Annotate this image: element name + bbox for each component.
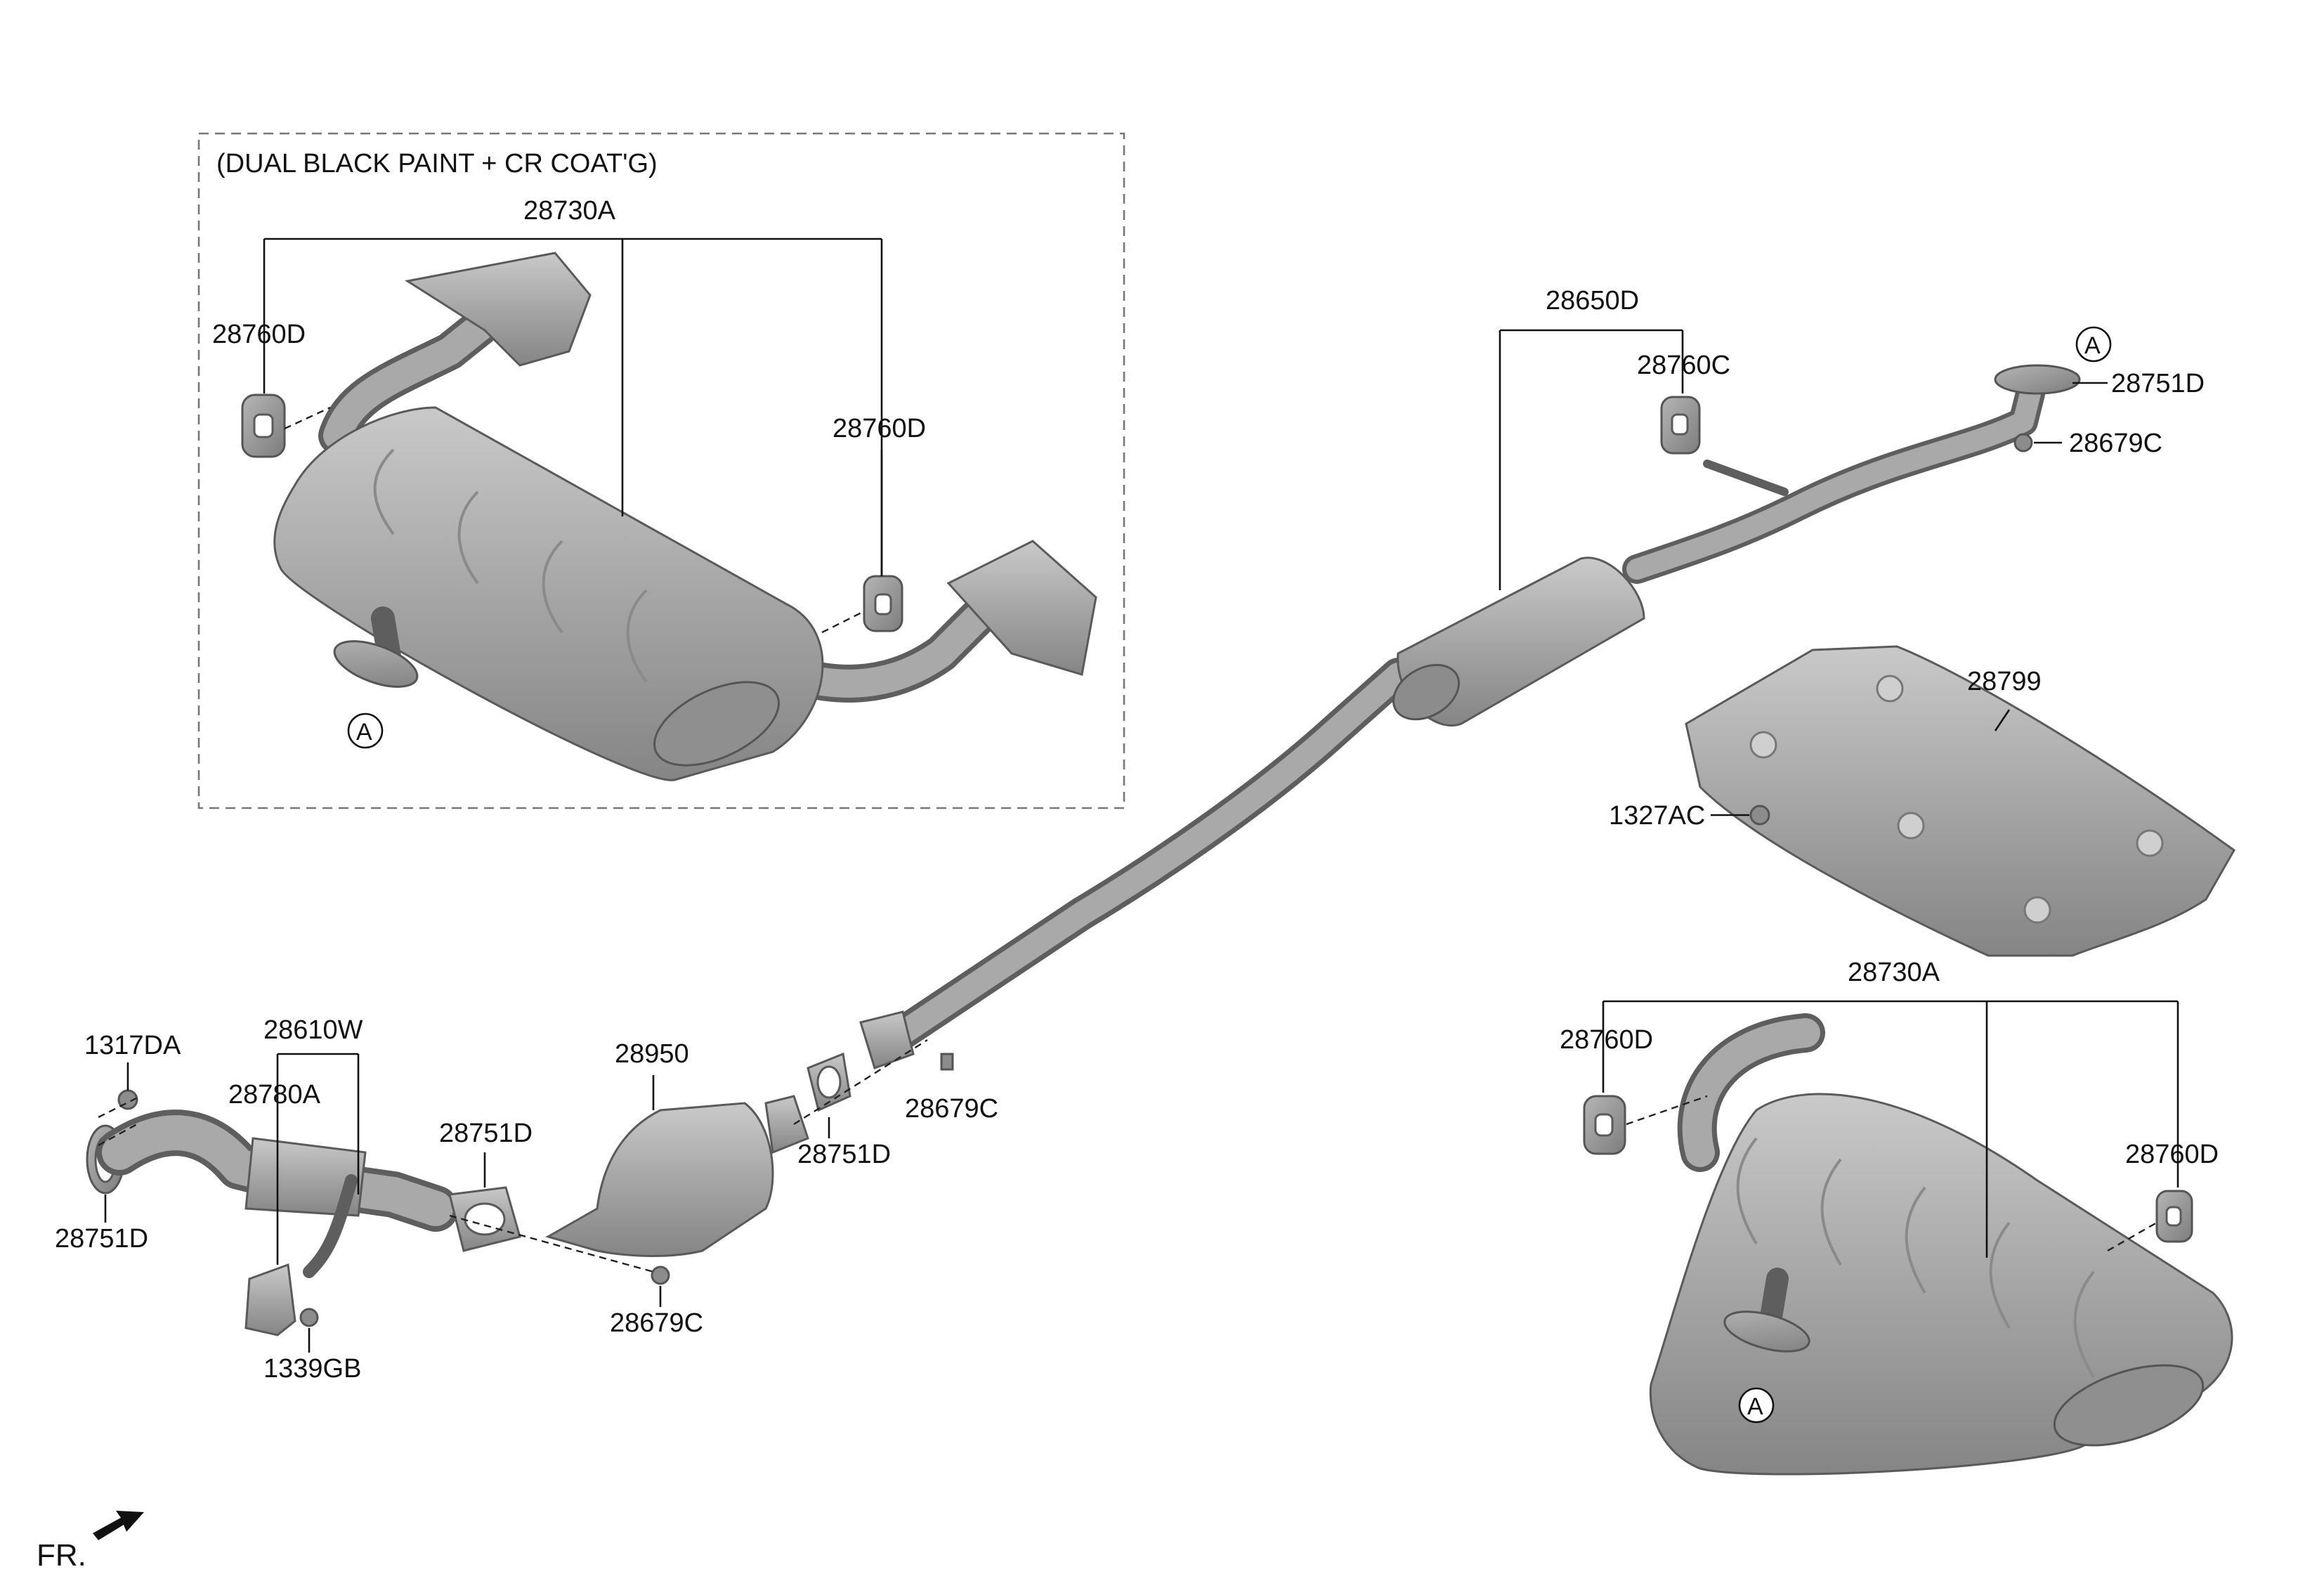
label-28730A-lower: 28730A (1848, 958, 1940, 987)
heat-protector: 28799 1327AC (1609, 645, 2235, 957)
reference-a-lower: A (1738, 1387, 1775, 1424)
catalytic-converter (545, 1095, 809, 1257)
option-box: (DUAL BLACK PAINT + CR COAT'G) (197, 132, 1125, 809)
svg-text:A: A (2084, 332, 2101, 359)
muffler-assembly-lower: 28730A 28760D 28760D A (1560, 958, 2233, 1476)
hanger-lower-right (2155, 1190, 2193, 1243)
hanger-upper-right (863, 575, 903, 632)
label-28760D-lower-right: 28760D (2125, 1140, 2219, 1169)
center-pipe-assembly: 28650D 28760C A 28751D 28679C (859, 286, 2205, 1069)
label-28610W: 28610W (263, 1015, 363, 1045)
label-28730A-upper: 28730A (523, 196, 616, 226)
label-28751D-rear: 28751D (2111, 369, 2205, 398)
label-28650D: 28650D (1546, 286, 1639, 315)
label-1339GB: 1339GB (263, 1354, 361, 1384)
label-28760D-upper-right: 28760D (833, 414, 926, 443)
label-28760D-lower-left: 28760D (1560, 1025, 1653, 1055)
front-pipe-assembly: 28610W 1317DA 28780A 28751D 1339GB 28751… (55, 1015, 998, 1384)
label-28751D-front-left: 28751D (55, 1224, 148, 1254)
front-label: FR. (37, 1538, 86, 1573)
bracket-28780A (244, 1263, 296, 1336)
muffler-assembly-upper: 28730A 28760D 28760D A (212, 196, 1097, 781)
label-28799: 28799 (1967, 667, 2042, 696)
label-1317DA: 1317DA (84, 1031, 181, 1060)
label-28679C-rear: 28679C (2069, 429, 2162, 458)
hanger-upper-left (241, 393, 286, 458)
option-box-note: (DUAL BLACK PAINT + CR COAT'G) (216, 149, 658, 178)
label-28751D-front-mid: 28751D (439, 1119, 533, 1148)
label-28950: 28950 (615, 1039, 689, 1069)
reference-a-upper: A (347, 712, 384, 749)
label-28760D-upper-left: 28760D (212, 320, 306, 349)
gasket-front-mid (448, 1186, 521, 1252)
hanger-center (1660, 396, 1701, 455)
label-28780A: 28780A (228, 1080, 321, 1109)
svg-text:A: A (356, 719, 372, 746)
label-28751D-cat-rear: 28751D (797, 1140, 891, 1169)
reference-a-center: A (2075, 326, 2112, 363)
label-1327AC: 1327AC (1609, 801, 1705, 831)
label-28679C-front-mid: 28679C (610, 1308, 703, 1338)
arrow-down-left-icon (93, 1511, 144, 1540)
svg-text:A: A (1747, 1393, 1763, 1420)
label-28760C: 28760C (1637, 351, 1730, 380)
hanger-lower-left (1583, 1095, 1626, 1155)
front-direction-indicator: FR. (37, 1511, 144, 1573)
label-28679C-cat-rear: 28679C (905, 1094, 998, 1124)
